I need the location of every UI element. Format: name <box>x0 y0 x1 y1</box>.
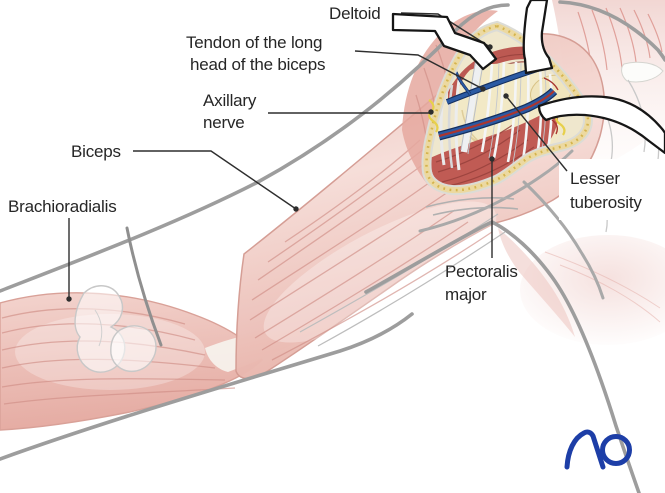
axillary-nerve-squiggle <box>428 99 439 133</box>
small-vessel <box>551 119 559 135</box>
label-biceps: Biceps <box>71 142 121 161</box>
retractor-upper-left <box>391 12 498 71</box>
biceps-striations <box>249 139 493 361</box>
lesser-tuberosity-label-leader <box>503 93 568 172</box>
label-deltoid: Deltoid <box>329 4 381 23</box>
retractor-top <box>522 0 554 75</box>
biceps-label-leader <box>133 150 299 212</box>
axillary-label-leader <box>268 109 434 115</box>
elbow-vessel-line <box>125 226 163 347</box>
tendon-sliver <box>621 61 664 83</box>
axillary-fold-line <box>522 180 605 300</box>
lesser-tuberosity-label-box <box>559 159 665 220</box>
arm-lower-contour <box>0 312 414 461</box>
labels: Deltoid Tendon of the long head of the b… <box>8 4 643 304</box>
label-brachioradialis: Brachioradialis <box>8 197 117 216</box>
tendon-label-leader <box>354 50 486 92</box>
fold-arc-2 <box>432 206 519 216</box>
arm-upper-contour <box>0 3 510 293</box>
brachioradialis-label-leader <box>66 218 72 302</box>
anterior-circumflex-vessels <box>437 87 558 141</box>
small-vessel <box>543 77 559 91</box>
retractor-right <box>537 95 665 155</box>
label-tendon-long-head: Tendon of the long head of the biceps <box>186 33 327 74</box>
label-leaders <box>66 50 495 302</box>
label-axillary-nerve: Axillary nerve <box>203 91 261 132</box>
pectoralis-label-leader <box>489 156 495 258</box>
ao-logo-letter-o <box>600 434 632 466</box>
ao-logo: AO <box>564 429 632 470</box>
shoulder-right-contour <box>558 0 665 62</box>
fold-arc-1 <box>425 197 515 208</box>
label-lesser-tuberosity: Lesser tuberosity <box>570 169 642 212</box>
chest-striations <box>544 251 661 323</box>
label-pectoralis-major: Pectoralis major <box>445 262 522 304</box>
elbow-bones <box>74 285 157 373</box>
ao-logo-letter-a <box>564 429 606 470</box>
pectoral-wedge <box>498 228 575 337</box>
chest-wash <box>520 235 665 345</box>
